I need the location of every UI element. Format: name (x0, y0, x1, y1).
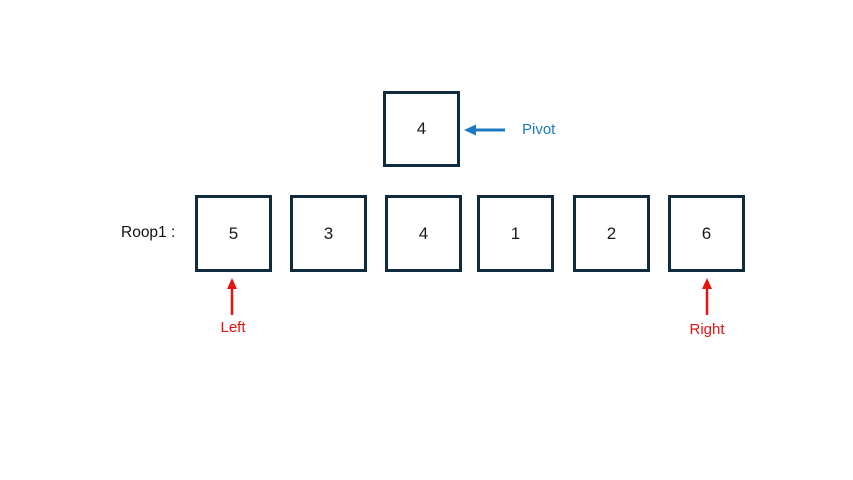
array-cell-1: 3 (290, 195, 367, 272)
right-pointer-arrow-icon (702, 278, 712, 315)
pivot-label: Pivot (522, 121, 556, 138)
row-label: Roop1 : (121, 224, 176, 241)
right-pointer-label: Right (689, 321, 725, 338)
pivot-arrow-icon (464, 124, 505, 136)
pivot-value: 4 (416, 119, 427, 138)
left-pointer-label: Left (220, 319, 246, 336)
array-cell-0: 5 (195, 195, 272, 272)
array-cell-2: 4 (385, 195, 462, 272)
array-cell-5: 6 (668, 195, 745, 272)
left-pointer-arrow-icon (227, 278, 237, 315)
array-cell-4: 2 (573, 195, 650, 272)
pivot-box: 4 (383, 91, 460, 167)
array-cell-3: 1 (477, 195, 554, 272)
